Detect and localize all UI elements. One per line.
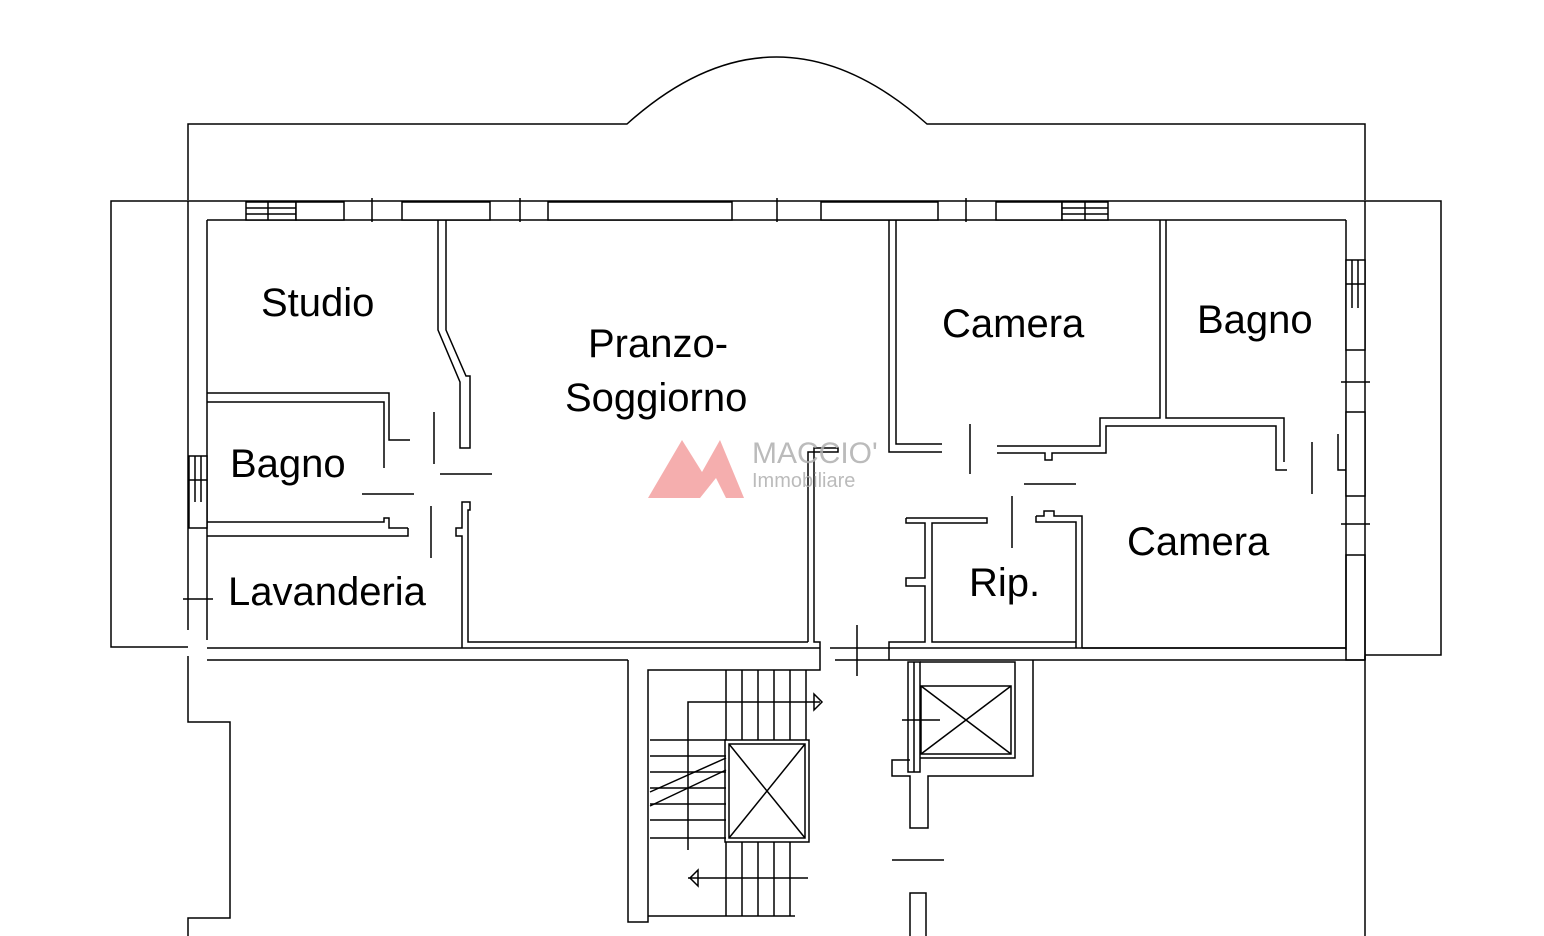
room-label-rip: Rip. bbox=[969, 561, 1040, 605]
interior-walls bbox=[207, 220, 1346, 676]
room-label-pranzo-line2: Soggiorno bbox=[565, 376, 747, 420]
room-label-studio: Studio bbox=[261, 281, 374, 325]
room-label-pranzo-line1: Pranzo- bbox=[588, 322, 728, 366]
room-label-camera-bottom: Camera bbox=[1127, 520, 1270, 564]
watermark-subtitle: Immobiliare bbox=[752, 470, 855, 492]
watermark: MACCIO' Immobiliare bbox=[648, 437, 878, 498]
elevator-shaft bbox=[891, 660, 1034, 936]
room-label-bagno-right: Bagno bbox=[1197, 298, 1313, 342]
side-windows bbox=[183, 259, 1370, 661]
terrace-outline bbox=[110, 56, 1442, 936]
stairwell bbox=[627, 660, 824, 923]
room-label-lavanderia: Lavanderia bbox=[228, 570, 427, 614]
room-label-bagno-left: Bagno bbox=[230, 442, 346, 486]
room-labels: Studio Pranzo- Soggiorno Camera Bagno Ba… bbox=[228, 281, 1313, 614]
room-label-camera-top: Camera bbox=[942, 302, 1085, 346]
maccio-logo-icon bbox=[648, 440, 744, 498]
watermark-brand: MACCIO' bbox=[752, 437, 878, 470]
